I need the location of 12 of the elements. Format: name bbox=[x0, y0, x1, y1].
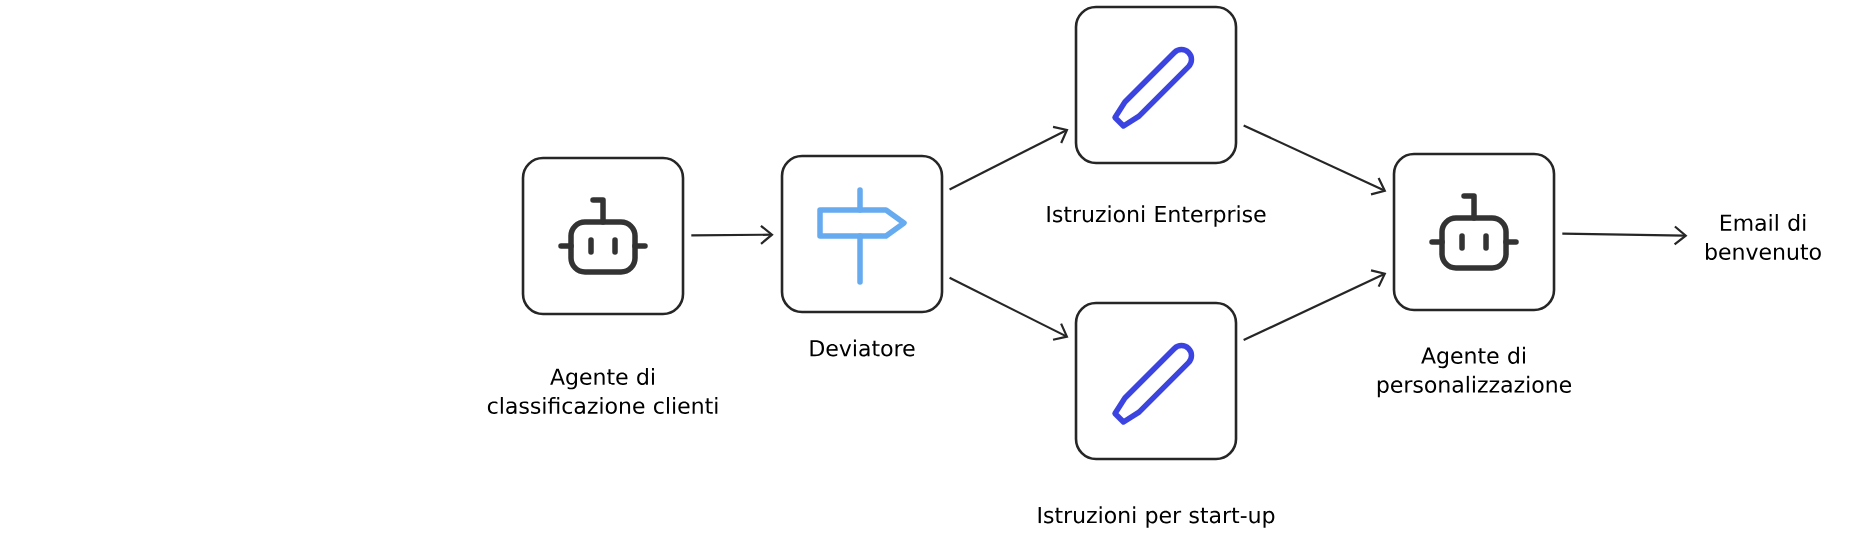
node-label: Agente di personalizzazione bbox=[1377, 346, 1572, 398]
node-label: Agente di classificazione clienti bbox=[487, 368, 718, 414]
arrow bbox=[949, 276, 1069, 341]
node-label: Istruzioni Enterprise bbox=[1047, 205, 1266, 227]
arrow bbox=[949, 125, 1069, 191]
arrow bbox=[1562, 225, 1688, 246]
node-label: Deviatore bbox=[810, 339, 915, 357]
node-label: Istruzioni per start-up bbox=[1038, 506, 1275, 528]
output-text: Email di benvenuto bbox=[1706, 214, 1821, 260]
arrow bbox=[691, 224, 774, 245]
arrow bbox=[1243, 124, 1387, 196]
arrow bbox=[1243, 269, 1387, 342]
